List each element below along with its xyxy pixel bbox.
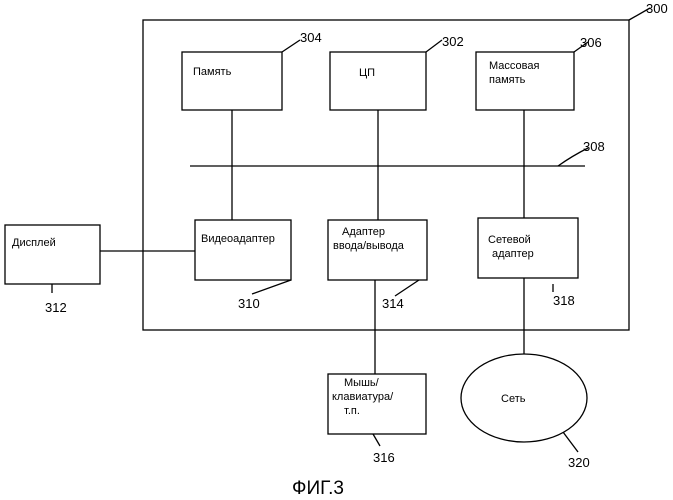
ref-leader-302: [426, 40, 442, 52]
cpu-block: [330, 52, 426, 110]
input-devices-label-line3: т.п.: [344, 405, 360, 417]
input-devices-label-line1: Мышь/: [344, 377, 380, 389]
network-label: Сеть: [501, 393, 526, 405]
ref-leader-310: [252, 280, 291, 294]
figure-caption: ФИГ.3: [292, 478, 344, 499]
ref-318: 318: [553, 293, 575, 308]
ref-316: 316: [373, 450, 395, 465]
ref-310: 310: [238, 296, 260, 311]
display-block: [5, 225, 100, 284]
cpu-label: ЦП: [359, 67, 375, 79]
io-adapter-label-line2: ввода/вывода: [333, 240, 405, 252]
network-adapter-label-line2: адаптер: [492, 248, 534, 260]
ref-308: 308: [583, 139, 605, 154]
ref-leader-304: [282, 40, 300, 52]
video-adapter-block: [195, 220, 291, 280]
video-adapter-label: Видеоадаптер: [201, 233, 275, 245]
network-adapter-label-line1: Сетевой: [488, 234, 531, 246]
ref-300: 300: [646, 1, 668, 16]
ref-302: 302: [442, 34, 464, 49]
input-devices-label-line2: клавиатура/: [332, 391, 394, 403]
ref-304: 304: [300, 30, 322, 45]
ref-leader-320: [563, 432, 578, 452]
ref-320: 320: [568, 455, 590, 470]
ref-314: 314: [382, 296, 404, 311]
memory-block: [182, 52, 282, 110]
ref-leader-314: [395, 280, 419, 296]
io-adapter-label-line1: Адаптер: [342, 226, 385, 238]
ref-306: 306: [580, 35, 602, 50]
mass-storage-label-line1: Массовая: [489, 60, 539, 72]
ref-leader-316: [373, 434, 380, 446]
mass-storage-label-line2: память: [489, 74, 526, 86]
ref-312: 312: [45, 300, 67, 315]
memory-label: Память: [193, 66, 232, 78]
display-label: Дисплей: [12, 237, 56, 249]
